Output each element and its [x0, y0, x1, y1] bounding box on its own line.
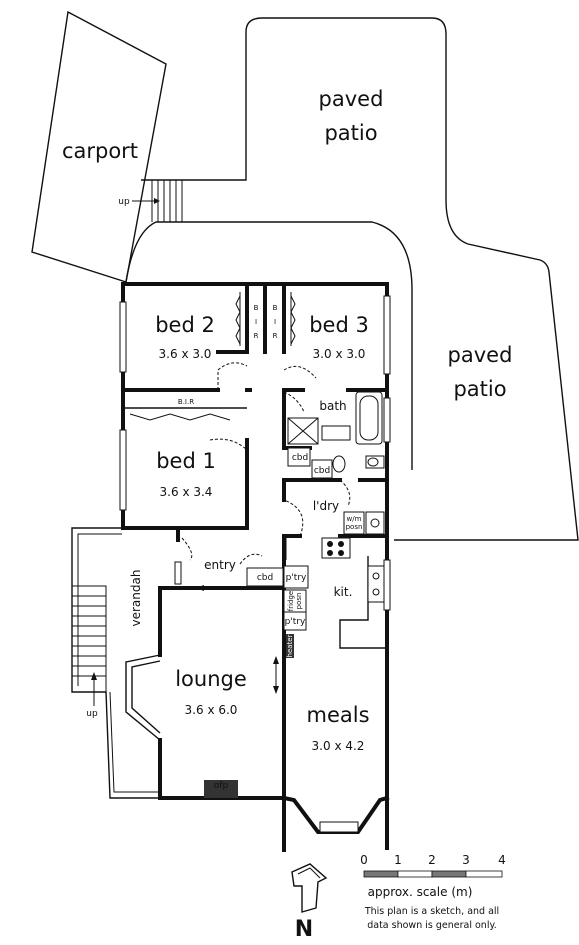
bed2-label: bed 2: [155, 313, 215, 337]
scale-note-line2: data shown is general only.: [367, 920, 497, 931]
wm-line1: w/m: [347, 515, 362, 523]
carport-label: carport: [62, 139, 138, 163]
up-carport-label: up: [118, 197, 130, 207]
patio-top-line1: paved: [319, 87, 384, 111]
bed3-dims: 3.0 x 3.0: [313, 347, 366, 361]
lounge-dims: 3.6 x 6.0: [185, 703, 238, 717]
patio-inner-outline: [125, 221, 413, 470]
north-letter: N: [295, 917, 313, 942]
bir-right-i: I: [274, 318, 276, 326]
bir-bed1-label: B.I.R: [178, 398, 194, 406]
bed3-label: bed 3: [309, 313, 369, 337]
windows: [119, 295, 391, 833]
scale-tick-1: 1: [394, 853, 402, 867]
fridge-line2: posn: [295, 593, 303, 610]
scale-tick-4: 4: [498, 853, 506, 867]
kitchen-fixtures: [246, 511, 387, 658]
meals-dims: 3.0 x 4.2: [312, 739, 365, 753]
ldry-label: l'dry: [313, 499, 339, 513]
kit-label: kit.: [334, 585, 353, 599]
scale-bar: 0 1 2 3 4 approx. scale (m) This plan is…: [360, 853, 506, 931]
bir-left-i: I: [255, 318, 257, 326]
cbd-entry-label: cbd: [257, 573, 273, 583]
scale-tick-0: 0: [360, 853, 368, 867]
scale-caption: approx. scale (m): [368, 885, 473, 899]
bir-right-r: R: [273, 332, 278, 340]
ofp-label: ofp: [214, 781, 229, 791]
ptry-top-label: p'try: [286, 573, 307, 583]
cbd-wc-label: cbd: [314, 466, 330, 476]
north-arrow: N: [291, 863, 328, 942]
fridge-line1: fridge: [287, 591, 295, 611]
bed1-label: bed 1: [156, 449, 216, 473]
bir-doors: [129, 292, 296, 421]
bir-left-b: B: [254, 304, 259, 312]
patio-outline: [141, 17, 579, 541]
verandah-label: verandah: [129, 570, 143, 627]
lounge-bay-window: [125, 654, 161, 741]
up-verandah-label: up: [86, 709, 98, 719]
entry-label: entry: [204, 558, 236, 572]
heater-label: heater: [286, 634, 294, 657]
bath-label: bath: [319, 399, 346, 413]
verandah-steps: [71, 585, 107, 706]
walls: [121, 282, 390, 852]
ptry-bottom-label: p'try: [285, 617, 306, 627]
bed2-dims: 3.6 x 3.0: [159, 347, 212, 361]
bath-fixtures: [287, 391, 385, 479]
outdoor-outlines: [31, 10, 579, 799]
lounge-label: lounge: [175, 667, 247, 691]
bir-right-b: B: [273, 304, 278, 312]
bed1-dims: 3.6 x 3.4: [160, 485, 213, 499]
patio-right-line1: paved: [448, 343, 513, 367]
scale-tick-3: 3: [462, 853, 470, 867]
scale-tick-2: 2: [428, 853, 436, 867]
lounge-arrows: [196, 585, 279, 798]
patio-top-line2: patio: [324, 121, 377, 145]
room-labels: carport paved patio paved patio bed 2 3.…: [62, 87, 513, 753]
carport-steps: [132, 179, 183, 222]
meals-label: meals: [306, 703, 369, 727]
wm-line2: posn: [346, 523, 363, 531]
verandah-outline: [71, 527, 160, 799]
fixture-labels: B I R B I R B.I.R cbd cbd cbd w/m posn p…: [86, 197, 362, 791]
scale-note-line1: This plan is a sketch, and all: [364, 906, 499, 917]
bir-left-r: R: [254, 332, 259, 340]
patio-right-line2: patio: [453, 377, 506, 401]
cbd-bath-label: cbd: [292, 453, 308, 463]
